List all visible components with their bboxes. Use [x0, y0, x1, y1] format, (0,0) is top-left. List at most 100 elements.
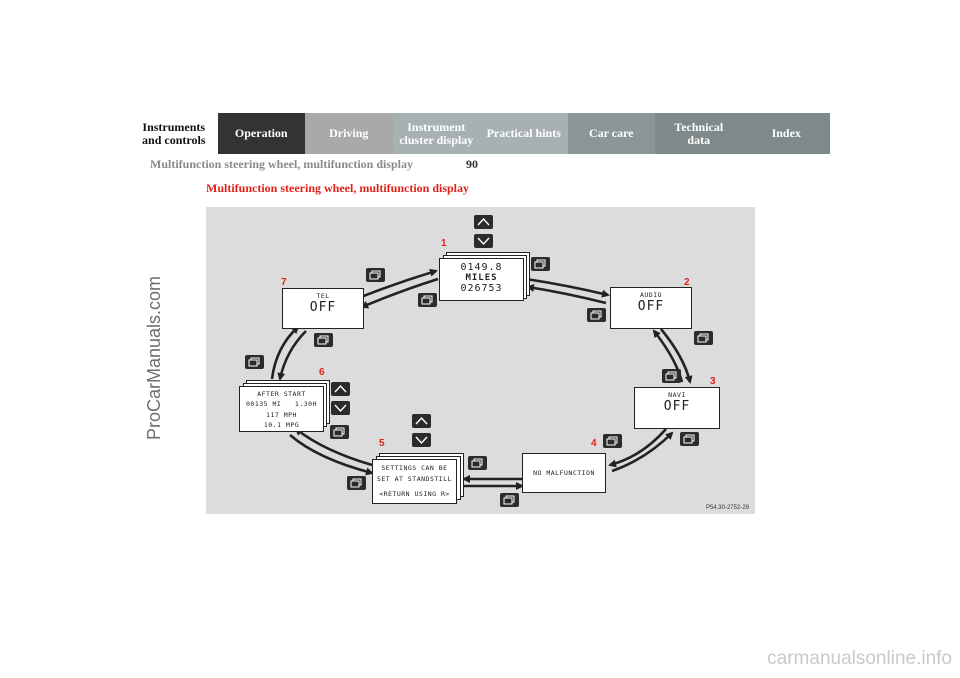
- down-button-settings[interactable]: [412, 433, 431, 447]
- page-button-audio-navi-left[interactable]: [662, 369, 681, 383]
- page-button-trip-audio-upper[interactable]: [531, 257, 550, 271]
- audio-title: AUDIO: [639, 291, 663, 299]
- page-button-settings-afterstart-lower[interactable]: [347, 476, 366, 490]
- page-icon: [471, 458, 483, 468]
- page-button-afterstart-tel-right[interactable]: [314, 333, 333, 347]
- arrow-up-icon: [415, 416, 428, 425]
- tab-car-care[interactable]: Car care: [567, 113, 655, 154]
- down-button-afterstart[interactable]: [331, 401, 350, 415]
- settings-line-3: <RETURN USING R>: [379, 490, 450, 498]
- marker-7: 7: [281, 277, 287, 288]
- page-icon: [665, 371, 677, 381]
- running-title: Multifunction steering wheel, multifunct…: [150, 157, 414, 171]
- settings-display: SETTINGS CAN BE SET AT STANDSTILL <RETUR…: [372, 459, 457, 504]
- arrow-trip-to-audio: [525, 277, 610, 298]
- marker-4: 4: [591, 438, 597, 449]
- side-watermark: ProCarManuals.com: [144, 275, 164, 440]
- after-start-distance: 00135 MI: [246, 400, 282, 408]
- arrow-tel-to-afterstart: [277, 330, 307, 381]
- arrow-audio-to-navi: [659, 328, 693, 384]
- arrow-tel-to-trip: [355, 268, 438, 301]
- navi-display: NAVI OFF: [634, 387, 720, 429]
- arrow-down-icon: [415, 436, 428, 445]
- tab-practical-hints[interactable]: Practical hints: [480, 113, 568, 154]
- page-icon: [534, 259, 546, 269]
- page-number: 90: [466, 157, 478, 171]
- marker-3: 3: [710, 376, 716, 387]
- page-icon: [697, 333, 709, 343]
- page-button-trip-audio-lower[interactable]: [587, 308, 606, 322]
- page-icon: [503, 495, 515, 505]
- page-button-tel-trip-lower[interactable]: [418, 293, 437, 307]
- figure-id: P54.30-2752-29: [705, 505, 749, 511]
- page-icon: [683, 434, 695, 444]
- arrow-trip-to-tel: [360, 277, 439, 309]
- after-start-speed: 117 MPH: [266, 411, 297, 419]
- marker-5: 5: [379, 438, 385, 449]
- malfunction-text: NO MALFUNCTION: [533, 469, 595, 477]
- tel-display: TEL OFF: [282, 288, 364, 329]
- odometer: 026753: [460, 283, 503, 294]
- page-icon: [333, 427, 345, 437]
- page-button-tel-trip-upper[interactable]: [366, 268, 385, 282]
- arrow-up-icon: [334, 384, 347, 393]
- page-icon: [369, 270, 381, 280]
- arrow-audio-to-trip: [526, 283, 607, 305]
- audio-value: OFF: [637, 299, 665, 314]
- after-start-row: 00135 MI 1.30H: [240, 400, 323, 408]
- page-button-navi-malfunction-left[interactable]: [603, 434, 622, 448]
- after-start-consumption: 10.1 MPG: [263, 421, 300, 429]
- page-button-settings-afterstart-upper[interactable]: [330, 425, 349, 439]
- down-button-trip[interactable]: [474, 234, 493, 248]
- tab-technical-data[interactable]: Technical data: [655, 113, 743, 154]
- page-button-malfunction-settings-upper[interactable]: [468, 456, 487, 470]
- page-icon: [421, 295, 433, 305]
- section-heading: Multifunction steering wheel, multifunct…: [206, 181, 470, 195]
- marker-1: 1: [441, 238, 447, 249]
- trip-distance: 0149.8: [460, 262, 503, 273]
- tel-title: TEL: [316, 292, 330, 300]
- tel-value: OFF: [309, 300, 337, 315]
- arrow-up-icon: [477, 217, 490, 226]
- arrow-afterstart-to-settings: [289, 434, 374, 476]
- up-button-afterstart[interactable]: [331, 382, 350, 396]
- malfunction-display: NO MALFUNCTION: [522, 453, 606, 493]
- page-icon: [350, 478, 362, 488]
- trip-unit: MILES: [465, 273, 498, 283]
- settings-line-1: SETTINGS CAN BE: [381, 464, 448, 472]
- after-start-display: AFTER START 00135 MI 1.30H 117 MPH 10.1 …: [239, 386, 324, 432]
- settings-line-2: SET AT STANDSTILL: [376, 475, 453, 483]
- cycle-arrows: [270, 268, 693, 490]
- arrow-down-icon: [477, 237, 490, 246]
- trip-meter-display: 0149.8 MILES 026753: [439, 258, 524, 301]
- audio-display: AUDIO OFF: [610, 287, 692, 329]
- page-button-navi-malfunction-right[interactable]: [680, 432, 699, 446]
- after-start-time: 1.30H: [294, 400, 317, 408]
- arrow-navi-to-malfunction: [608, 428, 667, 468]
- page-icon: [590, 310, 602, 320]
- bottom-watermark: carmanualsonline.info: [767, 648, 952, 669]
- up-button-settings[interactable]: [412, 414, 431, 428]
- page-icon: [317, 335, 329, 345]
- multifunction-display-diagram: 0149.8 MILES 026753 AUDIO OFF NAVI OFF N…: [206, 207, 755, 514]
- page-button-malfunction-settings-lower[interactable]: [500, 493, 519, 507]
- after-start-title: AFTER START: [257, 390, 306, 398]
- tab-instruments-and-controls[interactable]: Instruments and controls: [130, 113, 218, 154]
- marker-2: 2: [684, 277, 690, 288]
- up-button-trip[interactable]: [474, 215, 493, 229]
- page-icon: [248, 357, 260, 367]
- arrow-down-icon: [334, 404, 347, 413]
- page-icon: [606, 436, 618, 446]
- page-button-audio-navi-right[interactable]: [694, 331, 713, 345]
- tab-driving[interactable]: Driving: [305, 113, 393, 154]
- page-button-afterstart-tel-left[interactable]: [245, 355, 264, 369]
- section-tab-bar: Instruments and controls Operation Drivi…: [130, 113, 830, 154]
- tab-index[interactable]: Index: [742, 113, 830, 154]
- tab-instrument-cluster-display[interactable]: Instrument cluster display: [392, 113, 480, 154]
- tab-operation[interactable]: Operation: [217, 113, 305, 154]
- navi-title: NAVI: [668, 391, 686, 399]
- navi-value: OFF: [663, 399, 691, 414]
- marker-6: 6: [319, 367, 325, 378]
- arrow-afterstart-to-tel: [270, 325, 300, 380]
- arrow-settings-to-afterstart: [294, 427, 373, 467]
